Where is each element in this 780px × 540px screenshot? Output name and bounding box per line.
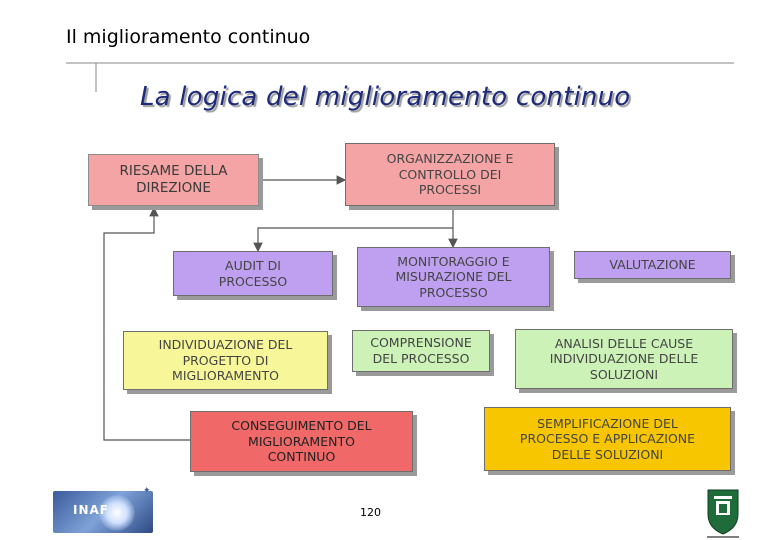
star-icon: ✦ [143,486,151,496]
box-organizzazione-controllo: ORGANIZZAZIONE E CONTROLLO DEI PROCESSI [345,143,555,206]
arrow-loop-riesame [103,206,190,441]
header-title: Il miglioramento continuo [66,26,311,48]
box-comprensione-processo: COMPRENSIONE DEL PROCESSO [352,330,490,372]
inaf-logo-glow [99,495,135,531]
inaf-logo-text: INAF [73,503,109,517]
box-riesame-direzione: RIESAME DELLA DIREZIONE [88,154,259,206]
box-valutazione: VALUTAZIONE [574,251,731,279]
inaf-logo: INAF [53,491,153,533]
box-individuazione-progetto: INDIVIDUAZIONE DEL PROGETTO DI MIGLIORAM… [123,331,328,390]
box-semplificazione-processo: SEMPLIFICAZIONE DEL PROCESSO E APPLICAZI… [484,407,731,471]
box-monitoraggio-misurazione: MONITORAGGIO E MISURAZIONE DEL PROCESSO [357,247,550,307]
main-title: La logica del miglioramento continuo [140,82,631,112]
arrow-organizzazione-audit [253,207,454,253]
box-audit-processo: AUDIT DI PROCESSO [173,251,333,296]
university-crest-logo [707,489,739,538]
box-analisi-cause: ANALISI DELLE CAUSE INDIVIDUAZIONE DELLE… [515,329,733,389]
box-conseguimento-miglioramento: CONSEGUIMENTO DEL MIGLIORAMENTO CONTINUO [190,411,413,472]
page-number: 120 [360,506,381,519]
